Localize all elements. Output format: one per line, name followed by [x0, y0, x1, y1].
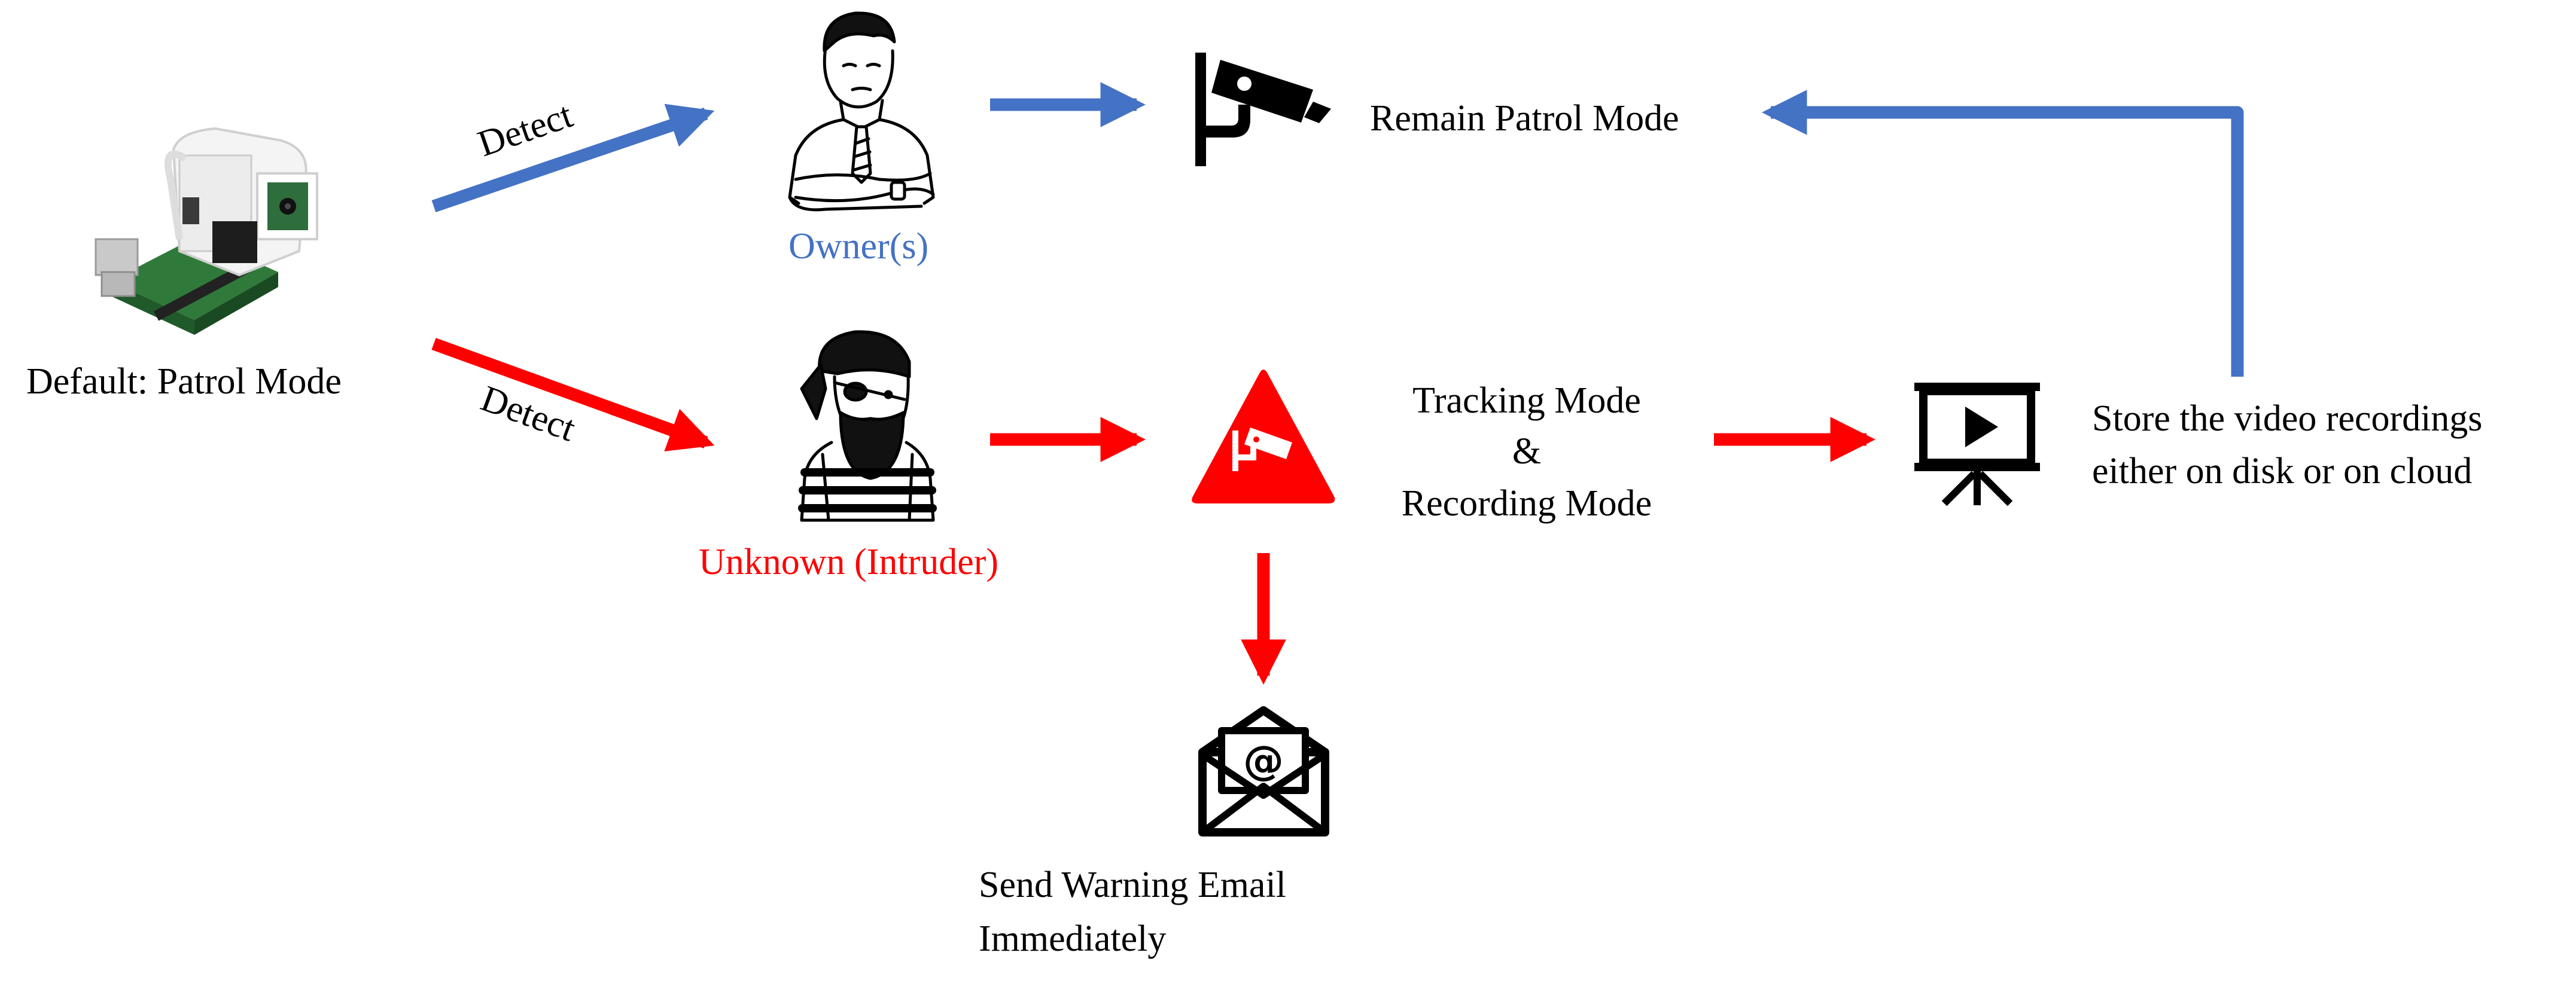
email-line2-label: Immediately: [979, 918, 1166, 959]
intruder-label: Unknown (Intruder): [699, 542, 998, 582]
owner-figure-icon: [788, 11, 935, 212]
email-line1-label: Send Warning Email: [979, 865, 1286, 905]
detect-intruder-arrow: [431, 338, 715, 451]
storage-to-patrol-arrow: [1761, 90, 2244, 377]
patrol-mode-label: Default: Patrol Mode: [26, 361, 342, 402]
tracking-mode-label: Tracking Mode: [1412, 380, 1641, 421]
intruder-figure-icon: [798, 330, 937, 522]
detect-owner-label: Detect: [473, 94, 577, 164]
raspberry-pi-device-icon: [95, 127, 318, 335]
storage-line1-label: Store the video recordings: [2092, 398, 2483, 439]
storage-line2-label: either on disk or on cloud: [2092, 451, 2472, 492]
remain-patrol-label: Remain Patrol Mode: [1370, 98, 1679, 139]
security-camera-icon: [1195, 53, 1331, 166]
video-screen-icon: [1914, 383, 2040, 506]
recording-mode-label: Recording Mode: [1402, 483, 1652, 524]
envelope-at-icon: @: [1198, 706, 1329, 837]
detect-owner-arrow: [431, 103, 715, 212]
svg-text:@: @: [1243, 737, 1284, 784]
camera-warning-triangle-icon: [1192, 370, 1335, 503]
ampersand-label: &: [1512, 431, 1541, 472]
owner-label: Owner(s): [788, 226, 928, 267]
